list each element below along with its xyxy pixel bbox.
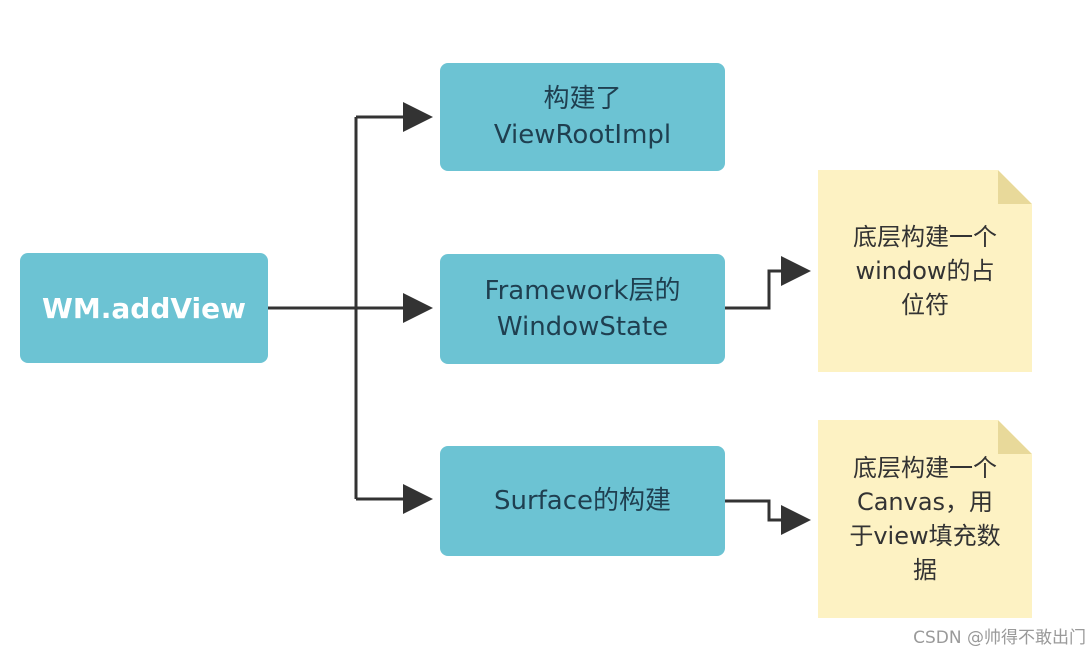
note-line: 底层构建一个 — [853, 454, 997, 482]
note-window-placeholder: 底层构建一个 window的占 位符 — [818, 170, 1032, 372]
step-node-windowstate: Framework层的 WindowState — [440, 254, 725, 364]
step-node-line-1: Framework层的 — [484, 276, 681, 306]
note-line: 底层构建一个 — [853, 223, 997, 251]
connector-step-2-to-note-1 — [725, 256, 811, 310]
note-line: Canvas，用 — [856, 488, 994, 516]
step-node-line-2: ViewRootImpl — [493, 120, 672, 150]
root-node: WM.addView — [20, 253, 268, 363]
note-canvas: 底层构建一个 Canvas，用 于view填充数 据 — [818, 420, 1032, 618]
step-node-line-1: Surface的构建 — [493, 486, 672, 516]
step-node-viewrootimpl: 构建了 ViewRootImpl — [440, 63, 725, 171]
connector-step-3-to-note-2 — [725, 499, 811, 535]
root-node-label: WM.addView — [42, 291, 246, 325]
step-node-surface: Surface的构建 — [440, 446, 725, 556]
note-line: 据 — [913, 556, 937, 584]
note-line: 于view填充数 — [849, 522, 1001, 550]
watermark: CSDN @帅得不敢出门 — [913, 628, 1086, 648]
note-line: 位符 — [901, 291, 949, 319]
step-node-line-2: WindowState — [496, 312, 669, 342]
step-node-line-1: 构建了 — [543, 84, 622, 114]
note-line: window的占 — [855, 257, 995, 285]
